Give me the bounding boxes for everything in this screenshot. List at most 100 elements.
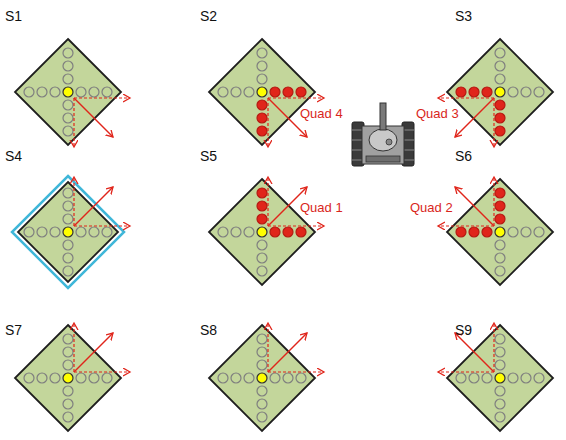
- direction-arrow: [268, 187, 307, 226]
- sensor-element: [257, 48, 267, 58]
- sensor-element: [218, 87, 228, 97]
- sensor-element: [495, 214, 505, 224]
- sensor-element: [495, 87, 505, 97]
- axis-arrow: [267, 323, 268, 372]
- sensor-element: [495, 347, 505, 357]
- sensor-diamond: [15, 39, 121, 145]
- sensor-element: [257, 214, 267, 224]
- sensor-element: [257, 360, 267, 370]
- sensor-element: [495, 113, 505, 123]
- sensor-label: S1: [5, 8, 22, 24]
- sensor-shape: [445, 37, 555, 147]
- sensor-element: [534, 227, 544, 237]
- sensor-element: [63, 188, 73, 198]
- sensor-label: S7: [5, 322, 22, 338]
- axis-arrow: [493, 323, 494, 372]
- sensor-label: S4: [5, 148, 22, 164]
- sensor-element: [257, 266, 267, 276]
- sensor-element: [50, 227, 60, 237]
- sensor-node: S7: [13, 323, 123, 433]
- sensor-element: [257, 253, 267, 263]
- axis-arrow: [493, 98, 494, 147]
- sensor-label: S6: [455, 148, 472, 164]
- sensor-element: [495, 201, 505, 211]
- direction-arrows: [74, 98, 494, 372]
- sensor-label: S8: [200, 322, 217, 338]
- axis-arrow: [74, 97, 130, 98]
- sensor-element: [257, 113, 267, 123]
- sensor-label: S3: [455, 8, 472, 24]
- sensor-element: [63, 74, 73, 84]
- sensor-element: [257, 87, 267, 97]
- tank-track: [402, 122, 414, 166]
- sensor-element: [296, 373, 306, 383]
- track-tread: [402, 150, 414, 151]
- sensor-element: [469, 227, 479, 237]
- axis-arrow: [268, 225, 324, 226]
- sensor-element: [508, 373, 518, 383]
- track-tread: [402, 140, 414, 141]
- sensor-element: [521, 87, 531, 97]
- tank-icon: [352, 103, 414, 166]
- tank-track: [352, 122, 364, 166]
- track-tread: [352, 130, 364, 131]
- sensor-element: [495, 412, 505, 422]
- sensor-shape: [445, 177, 555, 287]
- sensor-element: [24, 373, 34, 383]
- sensor-shape: [13, 37, 123, 147]
- sensor-element: [482, 373, 492, 383]
- direction-arrow: [455, 187, 494, 226]
- sensor-element: [508, 227, 518, 237]
- sensor-element: [521, 373, 531, 383]
- axis-arrow: [73, 323, 74, 372]
- sensor-element: [270, 373, 280, 383]
- sensor-element: [521, 227, 531, 237]
- sensor-element: [495, 266, 505, 276]
- axis-arrow: [73, 177, 74, 226]
- track-tread: [402, 130, 414, 131]
- sensor-element: [63, 126, 73, 136]
- sensor-element: [102, 373, 112, 383]
- sensor-element: [63, 360, 73, 370]
- sensor-element: [270, 87, 280, 97]
- sensor-element: [257, 347, 267, 357]
- sensor-element: [495, 61, 505, 71]
- sensor-element: [89, 373, 99, 383]
- sensor-element: [257, 386, 267, 396]
- sensor-diamond: [447, 179, 553, 285]
- sensor-element: [495, 227, 505, 237]
- axis-arrow: [268, 371, 324, 372]
- highlight-outline: [12, 176, 124, 288]
- sensor-element: [469, 87, 479, 97]
- quadrant-label: Quad 3: [416, 106, 459, 121]
- sensor-element: [283, 373, 293, 383]
- sensor-element: [495, 126, 505, 136]
- sensor-element: [270, 227, 280, 237]
- axis-arrow: [268, 97, 324, 98]
- sensor-element: [495, 399, 505, 409]
- sensor-shape: [13, 323, 123, 433]
- sensor-element: [257, 373, 267, 383]
- sensor-element: [63, 113, 73, 123]
- sensor-node: S6: [445, 177, 555, 287]
- sensor-shape: [207, 177, 317, 287]
- sensor-element: [24, 227, 34, 237]
- sensor-node: S9: [445, 323, 555, 433]
- sensor-label: S5: [200, 148, 217, 164]
- sensor-element: [257, 334, 267, 344]
- axis-arrow: [74, 225, 130, 226]
- sensor-element: [218, 227, 228, 237]
- sensor-node: S2: [207, 37, 317, 147]
- sensor-element: [482, 87, 492, 97]
- sensor-element: [469, 373, 479, 383]
- sensor-element: [63, 100, 73, 110]
- tank-turret: [369, 129, 397, 151]
- sensor-shape: [207, 37, 317, 147]
- sensor-element: [244, 87, 254, 97]
- sensor-element: [63, 266, 73, 276]
- sensor-element: [296, 227, 306, 237]
- sensor-element: [456, 227, 466, 237]
- sensor-element: [495, 334, 505, 344]
